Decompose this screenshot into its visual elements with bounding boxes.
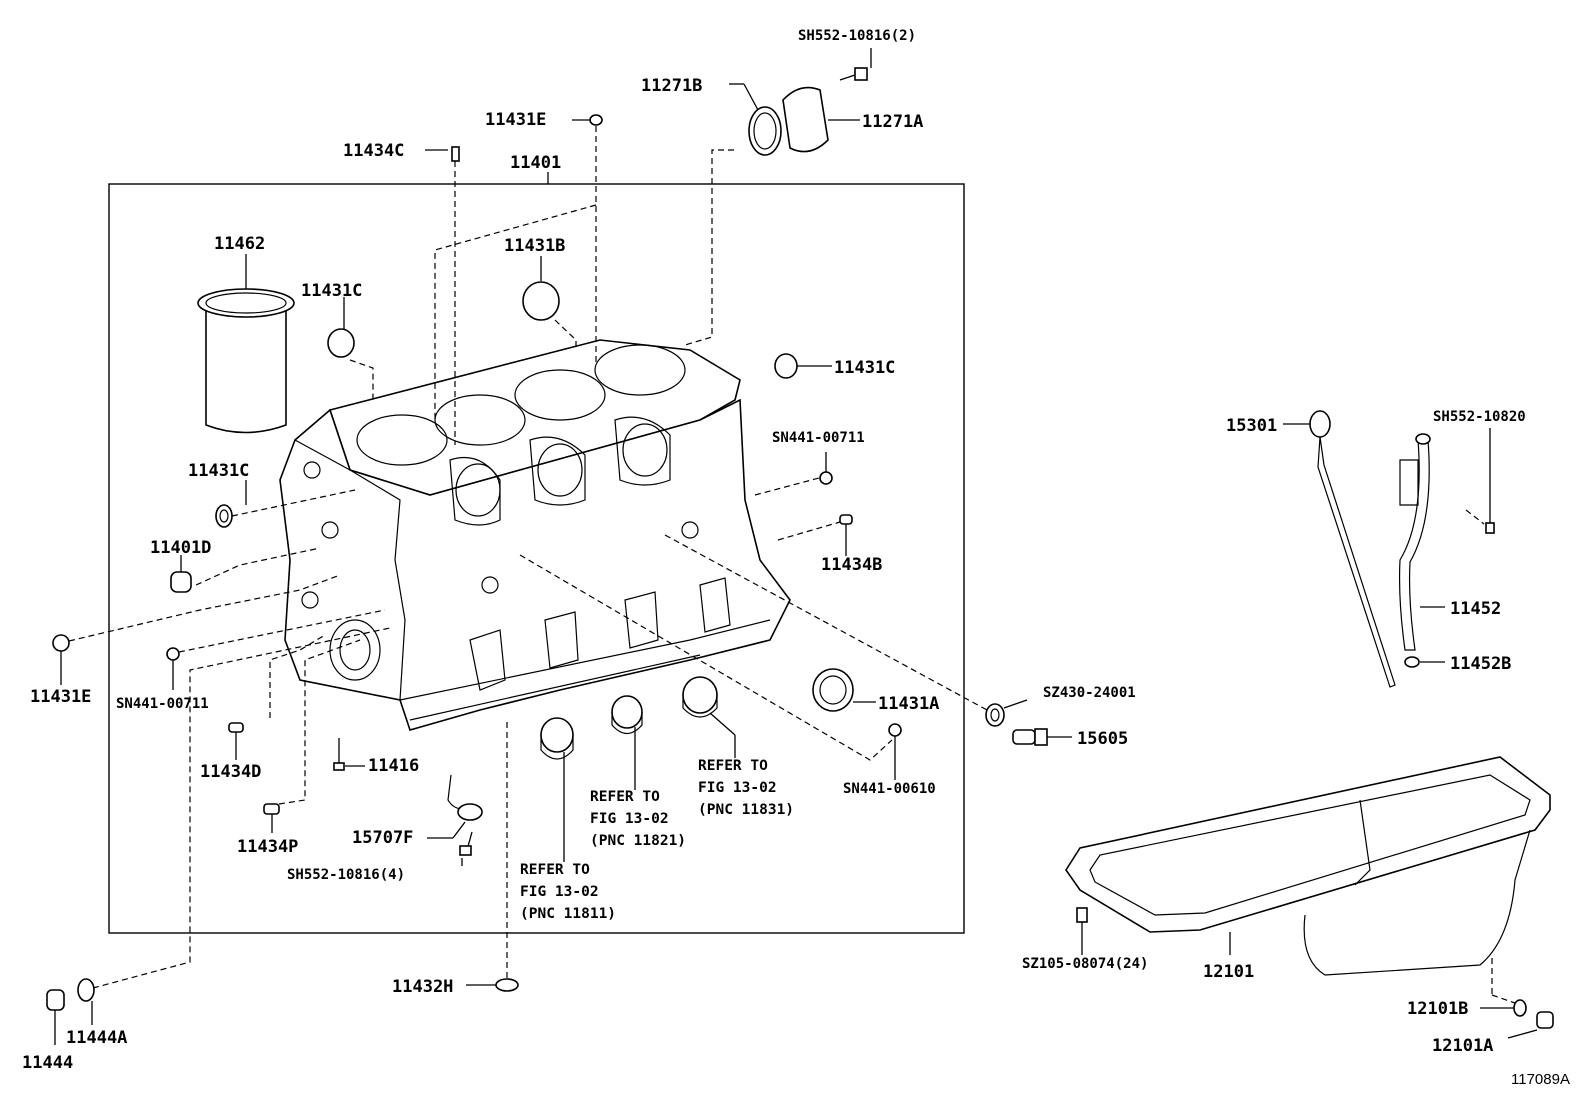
label-11452b: 11452B xyxy=(1450,654,1511,674)
dot-sn441-right xyxy=(819,471,833,485)
label-11434b: 11434B xyxy=(821,555,882,575)
pin-11434d xyxy=(228,722,244,733)
washer-12101b xyxy=(1513,999,1527,1017)
bolt-sh552-2 xyxy=(839,67,868,81)
label-sh552-10820: SH552-10820 xyxy=(1433,409,1526,425)
reference-notes: REFER TO FIG 13-02 (PNC 11811) REFER TO … xyxy=(520,758,794,922)
label-sn441-00711-left: SN441-00711 xyxy=(116,696,209,712)
gasket-11271b xyxy=(748,106,782,156)
liner-part xyxy=(197,288,295,434)
pin-11434b xyxy=(839,514,853,525)
plug-11444 xyxy=(46,989,65,1011)
label-11444: 11444 xyxy=(22,1053,73,1073)
label-sz430-24001: SZ430-24001 xyxy=(1043,685,1136,701)
label-11271a: 11271A xyxy=(862,112,923,132)
pin-11434p xyxy=(263,803,280,815)
bearing-11831 xyxy=(682,676,718,718)
label-12101: 12101 xyxy=(1203,962,1254,982)
label-sn441-00711-right: SN441-00711 xyxy=(772,430,865,446)
plug-11431e-left xyxy=(52,634,70,652)
label-11271b: 11271B xyxy=(641,76,702,96)
label-11431c-right: 11431C xyxy=(834,358,895,378)
ref-11831-line3: (PNC 11831) xyxy=(698,802,794,818)
label-11434d: 11434D xyxy=(200,762,261,782)
label-11431a: 11431A xyxy=(878,694,939,714)
label-11401d: 11401D xyxy=(150,538,211,558)
label-11444a: 11444A xyxy=(66,1028,127,1048)
tube-15707f xyxy=(447,774,483,821)
bolt-11416 xyxy=(333,738,345,771)
bearing-11821 xyxy=(611,695,643,735)
label-11434c: 11434C xyxy=(343,141,404,161)
label-11434p: 11434P xyxy=(237,837,298,857)
label-11462: 11462 xyxy=(214,234,265,254)
gasket-11444a xyxy=(77,978,95,1002)
pin-11434c xyxy=(451,146,460,162)
ref-11811-line2: FIG 13-02 xyxy=(520,884,599,900)
ref-11821-line3: (PNC 11821) xyxy=(590,833,686,849)
label-11452: 11452 xyxy=(1450,599,1501,619)
bolt-sh552-10820 xyxy=(1485,522,1495,534)
bolt-sh552-4 xyxy=(459,831,473,856)
seal-11431a xyxy=(812,668,854,712)
diagram-id: 117089A xyxy=(1511,1071,1570,1088)
label-12101a: 12101A xyxy=(1432,1036,1493,1056)
washer-sz430 xyxy=(985,703,1005,727)
label-11431b: 11431B xyxy=(504,236,565,256)
plug-11431b xyxy=(522,281,560,321)
plug-11432h xyxy=(495,978,519,992)
ref-11821-line2: FIG 13-02 xyxy=(590,811,669,827)
cover-11271a xyxy=(782,86,829,153)
label-15707f: 15707F xyxy=(352,828,413,848)
leader-lines xyxy=(54,48,1538,1045)
label-12101b: 12101B xyxy=(1407,999,1468,1019)
label-sh552-10816-2: SH552-10816(2) xyxy=(798,28,916,44)
pin-11401d xyxy=(170,571,192,593)
ref-11811-line1: REFER TO xyxy=(520,862,590,878)
ref-11821-line1: REFER TO xyxy=(590,789,660,805)
label-11431e-left: 11431E xyxy=(30,687,91,707)
label-15605: 15605 xyxy=(1077,729,1128,749)
label-sz105-08074-24: SZ105-08074(24) xyxy=(1022,956,1148,972)
label-11431c-left: 11431C xyxy=(188,461,249,481)
ref-11831-line1: REFER TO xyxy=(698,758,768,774)
cylinder-block-frame xyxy=(108,183,965,934)
plug-11431c-right xyxy=(774,353,798,379)
label-11431c-top: 11431C xyxy=(301,281,362,301)
plug-11431c-left xyxy=(215,504,233,528)
label-15301: 15301 xyxy=(1226,416,1277,436)
oring-11452b xyxy=(1404,656,1420,668)
label-11401: 11401 xyxy=(510,153,561,173)
dipstick-15301 xyxy=(1309,410,1396,688)
label-sh552-10816-4: SH552-10816(4) xyxy=(287,867,405,883)
label-sn441-00610: SN441-00610 xyxy=(843,781,936,797)
dot-sn441-00610 xyxy=(888,723,902,737)
cylinder-block-drawing xyxy=(279,339,791,731)
label-11431e-top: 11431E xyxy=(485,110,546,130)
dot-11431e-top xyxy=(589,114,603,126)
plug-11431c-top xyxy=(327,328,355,358)
part-labels: 11401 11462 11431C 11431B 11434C 11431E … xyxy=(22,28,1526,1073)
bearing-11811 xyxy=(540,717,574,760)
dot-sn441-left xyxy=(166,647,180,661)
drain-bolt-15605 xyxy=(1012,728,1048,746)
label-11432h: 11432H xyxy=(392,977,453,997)
oil-pan-12101 xyxy=(1065,756,1551,976)
guide-11452 xyxy=(1398,433,1431,651)
label-11416: 11416 xyxy=(368,756,419,776)
ref-11811-line3: (PNC 11811) xyxy=(520,906,616,922)
ref-11831-line2: FIG 13-02 xyxy=(698,780,777,796)
dashed-lines xyxy=(68,126,1516,1004)
plug-12101a xyxy=(1536,1011,1554,1029)
